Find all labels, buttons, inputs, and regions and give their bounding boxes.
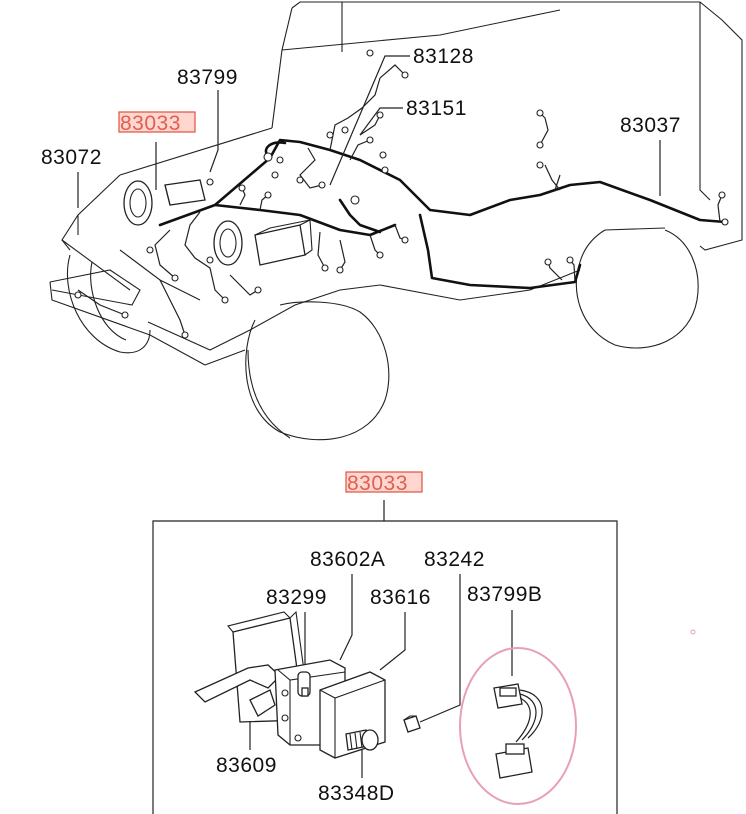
callout-83033-top: 83033	[118, 111, 196, 190]
harness-connectors	[74, 49, 729, 339]
part-number-83799: 83799	[177, 66, 238, 89]
relay-box	[164, 179, 206, 206]
part-number-83609: 83609	[216, 754, 277, 777]
callout-83072: 83072	[41, 146, 102, 208]
detail-frame	[152, 520, 618, 814]
highlight-box	[345, 471, 423, 493]
connector-harness-83799B	[493, 683, 543, 779]
part-number-83033-highlighted: 83033	[120, 112, 181, 135]
part-number-83299: 83299	[266, 586, 327, 609]
part-number-83242: 83242	[424, 548, 485, 571]
part-number-83033-detail-highlighted: 83033	[347, 472, 408, 495]
callout-83037: 83037	[620, 114, 681, 196]
part-number-83037: 83037	[620, 114, 681, 137]
part-number-83151: 83151	[406, 97, 467, 120]
mounting-clamp	[193, 664, 281, 717]
part-number-83616: 83616	[370, 586, 431, 609]
callout-83151: 83151	[359, 97, 467, 136]
headlight-left	[123, 180, 153, 226]
callout-83033-detail: 83033	[345, 471, 423, 521]
callout-83799: 83799	[177, 66, 238, 173]
bolt-83348D	[345, 729, 379, 751]
battery	[254, 219, 313, 266]
part-number-83602A: 83602A	[310, 548, 385, 571]
clip-83242	[403, 715, 421, 733]
highlight-circle	[459, 647, 577, 805]
vehicle-body	[49, 1, 743, 441]
part-number-83799B: 83799B	[467, 583, 542, 606]
highlight-box	[118, 111, 196, 133]
part-number-83348D: 83348D	[318, 782, 395, 805]
headlight-right	[213, 220, 243, 266]
part-number-83072: 83072	[41, 146, 102, 169]
callout-83128: 83128	[329, 45, 474, 186]
detail-leaders	[249, 574, 513, 778]
stray-mark	[690, 629, 696, 635]
part-number-83128: 83128	[413, 45, 474, 68]
